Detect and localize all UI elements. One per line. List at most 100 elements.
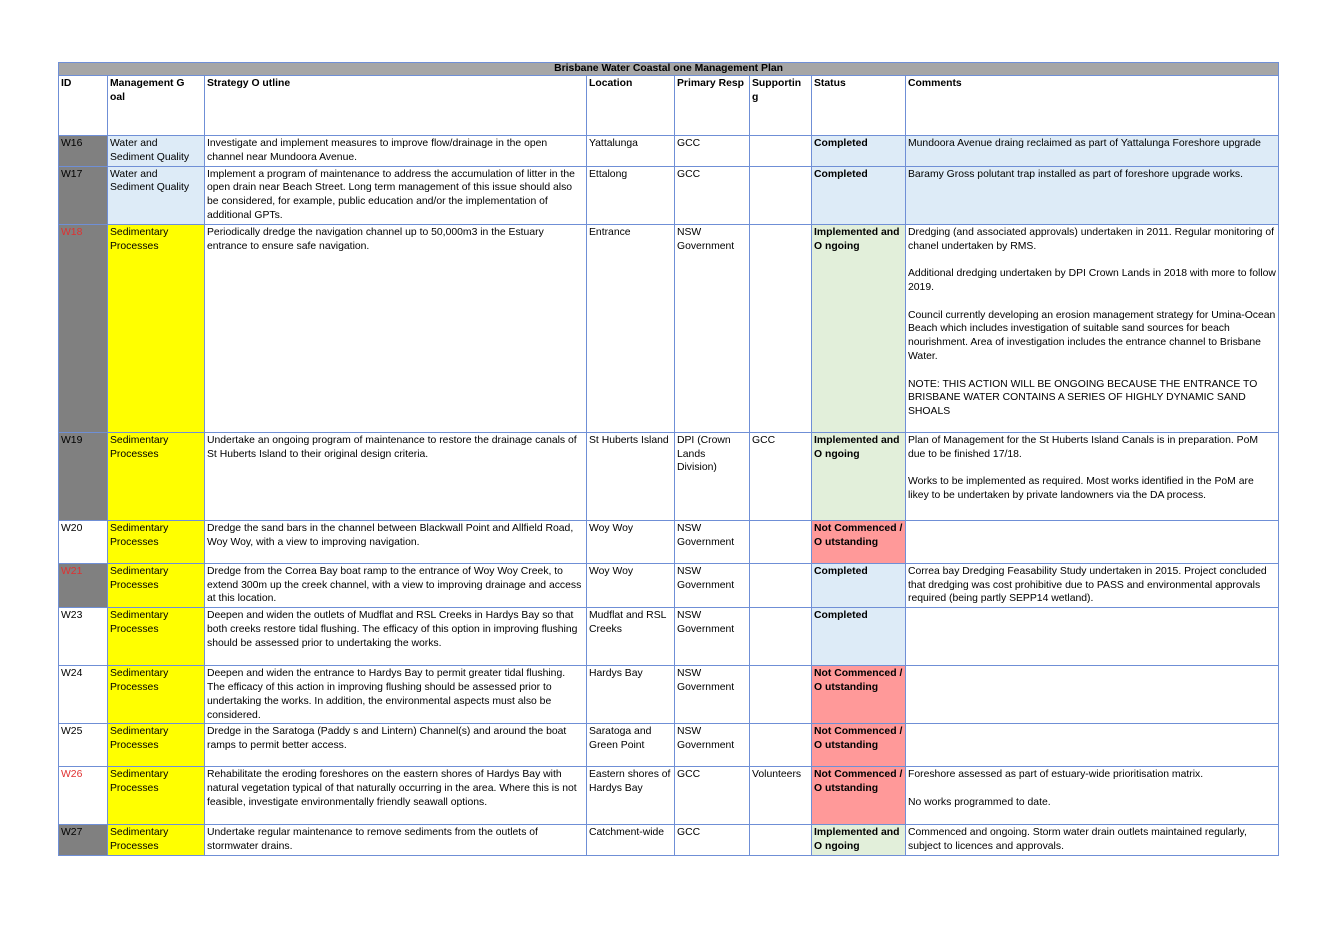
comment-paragraph: NOTE: THIS ACTION WILL BE ONGOING BECAUS… — [908, 378, 1258, 418]
cell-location: Catchment-wide — [586, 824, 675, 856]
comment-paragraph: Correa bay Dredging Feasability Study un… — [908, 565, 1267, 605]
comment-paragraph: Council currently developing an erosion … — [908, 309, 1276, 362]
comment-paragraph: Baramy Gross polutant trap installed as … — [908, 168, 1243, 180]
comment-paragraph: Commenced and ongoing. Storm water drain… — [908, 827, 1247, 853]
cell-primary: NSW Government — [674, 562, 750, 609]
cell-primary: NSW Government — [674, 223, 750, 433]
cell-primary: NSW Government — [674, 723, 750, 768]
cell-primary: GCC — [674, 135, 750, 167]
cell-primary: NSW Government — [674, 665, 750, 725]
cell-status: Implemented and O ngoing — [811, 824, 906, 856]
comment-paragraph: Mundoora Avenue draing reclaimed as part… — [908, 138, 1261, 149]
cell-location: St Huberts Island — [586, 431, 675, 521]
comment-paragraph: Dredging (and associated approvals) unde… — [908, 226, 1275, 252]
cell-goal: Sedimentary Processes — [107, 723, 205, 768]
cell-comments — [904, 607, 1280, 667]
cell-supporting: Volunteers — [749, 766, 812, 826]
cell-status: Not Commenced / O utstanding — [811, 519, 906, 564]
cell-location: Woy Woy — [586, 562, 675, 609]
cell-status: Completed — [811, 135, 906, 167]
cell-goal: Water and Sediment Quality — [107, 165, 205, 225]
cell-status: Not Commenced / O utstanding — [811, 723, 906, 768]
cell-comments: Dredging (and associated approvals) unde… — [904, 223, 1280, 433]
cell-status: Completed — [811, 607, 906, 667]
cell-supporting — [749, 519, 812, 564]
cell-goal: Sedimentary Processes — [107, 431, 205, 521]
table-title: Brisbane Water Coastal one Management Pl… — [57, 62, 1280, 76]
cell-supporting — [749, 665, 812, 725]
header-row: ID Management G oal Strategy O utline Lo… — [58, 75, 1280, 136]
cell-goal: Sedimentary Processes — [107, 519, 205, 564]
cell-location: Mudflat and RSL Creeks — [586, 607, 675, 667]
cell-status: Completed — [811, 165, 906, 225]
cell-goal: Sedimentary Processes — [107, 607, 205, 667]
cell-comments — [904, 723, 1280, 768]
header-strategy: Strategy O utline — [204, 75, 587, 136]
cell-id: W16 — [58, 135, 108, 167]
cell-id: W20 — [58, 519, 108, 564]
cell-status: Implemented and O ngoing — [811, 223, 906, 433]
cell-goal: Sedimentary Processes — [107, 824, 205, 856]
cell-location: Yattalunga — [586, 135, 675, 167]
cell-supporting — [749, 165, 812, 225]
cell-location: Woy Woy — [586, 519, 675, 564]
cell-comments: Plan of Management for the St Huberts Is… — [904, 431, 1280, 521]
cell-strategy: Rehabilitate the eroding foreshores on t… — [204, 766, 587, 826]
cell-id: W23 — [58, 607, 108, 667]
header-id: ID — [58, 75, 108, 136]
cell-supporting — [749, 824, 812, 856]
cell-goal: Water and Sediment Quality — [107, 135, 205, 167]
header-supporting: Supportin g — [749, 75, 812, 136]
cell-strategy: Undertake an ongoing program of maintena… — [204, 431, 587, 521]
cell-id: W26 — [58, 766, 108, 826]
cell-supporting: GCC — [749, 431, 812, 521]
cell-goal: Sedimentary Processes — [107, 223, 205, 433]
cell-id: W18 — [58, 223, 108, 433]
comment-paragraph: Additional dredging undertaken by DPI Cr… — [908, 268, 1276, 293]
cell-comments: Mundoora Avenue draing reclaimed as part… — [904, 135, 1280, 167]
cell-supporting — [749, 223, 812, 433]
cell-primary: GCC — [674, 824, 750, 856]
cell-comments — [904, 665, 1280, 725]
cell-primary: GCC — [674, 766, 750, 826]
cell-id: W25 — [58, 723, 108, 768]
cell-supporting — [749, 135, 812, 167]
cell-strategy: Dredge from the Correa Bay boat ramp to … — [204, 562, 587, 609]
comment-paragraph: Foreshore assessed as part of estuary-wi… — [908, 769, 1204, 781]
cell-strategy: Dredge in the Saratoga (Paddy s and Lint… — [204, 723, 587, 768]
comment-paragraph: Works to be implemented as required. Mos… — [908, 476, 1254, 501]
cell-status: Completed — [811, 562, 906, 609]
cell-comments: Baramy Gross polutant trap installed as … — [904, 165, 1280, 225]
cell-comments: Correa bay Dredging Feasability Study un… — [904, 562, 1280, 609]
cell-supporting — [749, 607, 812, 667]
cell-id: W24 — [58, 665, 108, 725]
cell-location: Hardys Bay — [586, 665, 675, 725]
cell-comments — [904, 519, 1280, 564]
cell-strategy: Dredge the sand bars in the channel betw… — [204, 519, 587, 564]
table-title-row: Brisbane Water Coastal one Management Pl… — [57, 62, 1280, 76]
cell-strategy: Deepen and widen the entrance to Hardys … — [204, 665, 587, 725]
cell-id: W19 — [58, 431, 108, 521]
header-location: Location — [586, 75, 675, 136]
header-goal: Management G oal — [107, 75, 205, 136]
cell-goal: Sedimentary Processes — [107, 766, 205, 826]
cell-status: Not Commenced / O utstanding — [811, 665, 906, 725]
cell-status: Implemented and O ngoing — [811, 431, 906, 521]
cell-strategy: Implement a program of maintenance to ad… — [204, 165, 587, 225]
comment-paragraph: No works programmed to date. — [908, 796, 1051, 808]
header-comments: Comments — [904, 75, 1280, 136]
cell-primary: NSW Government — [674, 519, 750, 564]
cell-status: Not Commenced / O utstanding — [811, 766, 906, 826]
cell-strategy: Investigate and implement measures to im… — [204, 135, 587, 167]
cell-strategy: Undertake regular maintenance to remove … — [204, 824, 587, 856]
cell-strategy: Deepen and widen the outlets of Mudflat … — [204, 607, 587, 667]
